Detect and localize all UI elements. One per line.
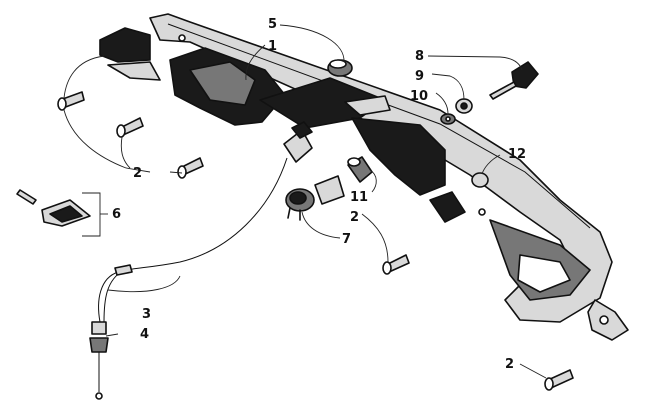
callout-10: 10 (410, 89, 428, 104)
throttle-sensor (98, 121, 313, 323)
nut (455, 98, 473, 114)
callout-4: 4 (140, 327, 149, 342)
screw-3 (177, 157, 204, 179)
grommet (327, 59, 353, 77)
console-bracket (99, 13, 629, 341)
screw-1 (57, 91, 85, 111)
screw-4 (382, 254, 410, 275)
callout-2c: 2 (505, 357, 514, 372)
rubber-boot (347, 156, 373, 183)
callout-labels: 1 2 2 2 3 4 5 6 7 8 9 10 11 12 (112, 17, 526, 372)
screw-5 (544, 369, 574, 391)
callout-6: 6 (112, 207, 121, 222)
callout-1: 1 (268, 39, 277, 54)
callout-2b: 2 (350, 210, 359, 225)
callout-3: 3 (142, 307, 151, 322)
callout-9: 9 (415, 69, 424, 84)
washer (440, 113, 456, 125)
leader-lines (63, 24, 547, 379)
callout-8: 8 (415, 49, 424, 64)
callout-12: 12 (508, 147, 526, 162)
clip-bracket (41, 199, 91, 227)
callout-2a: 2 (133, 166, 142, 181)
cap (471, 172, 489, 188)
callout-11: 11 (350, 190, 368, 205)
callout-7: 7 (342, 232, 351, 247)
ignition-key (489, 61, 539, 100)
cable-end (89, 321, 109, 400)
screw-2 (116, 117, 144, 138)
callout-5: 5 (268, 17, 277, 32)
pin (16, 189, 37, 205)
ignition-switch (285, 175, 345, 221)
